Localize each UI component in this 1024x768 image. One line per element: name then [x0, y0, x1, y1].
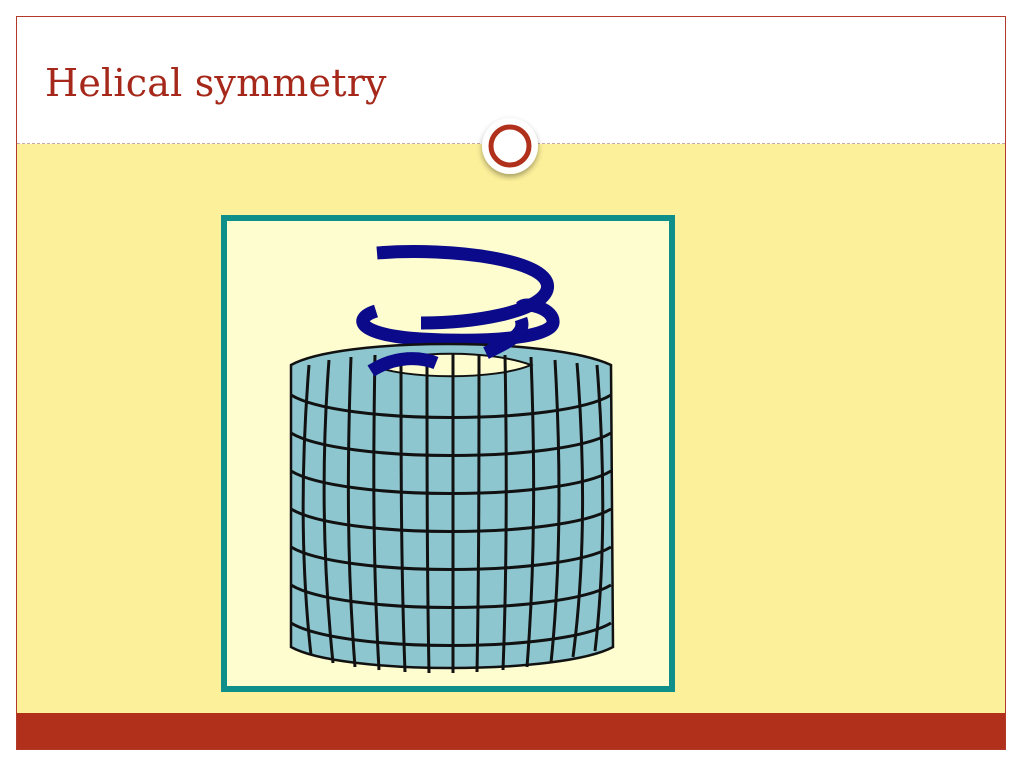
helical-nucleocapsid-figure — [221, 215, 675, 692]
footer-band — [17, 713, 1005, 749]
capsomer-grid — [290, 353, 612, 674]
helix-back-coils — [356, 245, 560, 347]
ring-ornament-icon — [482, 118, 538, 174]
helix-front-coil — [367, 316, 529, 377]
slide-title: Helical symmetry — [45, 61, 387, 105]
slide: Helical symmetry — [16, 16, 1006, 750]
